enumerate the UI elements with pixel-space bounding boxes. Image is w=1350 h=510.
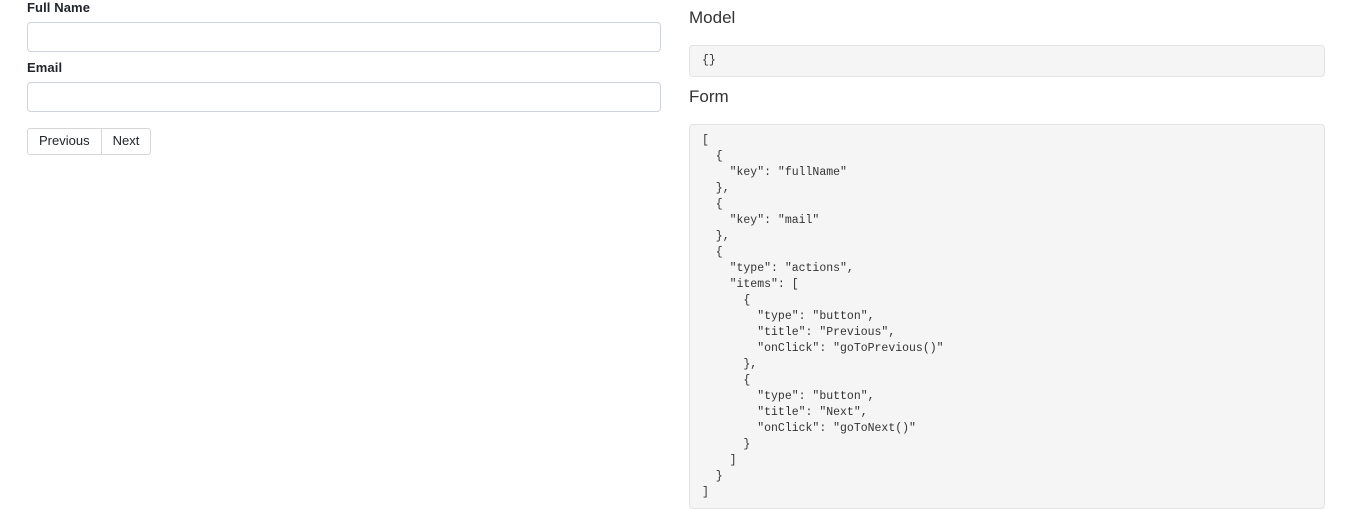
email-input[interactable] [27,82,661,112]
full-name-input[interactable] [27,22,661,52]
model-json-output: {} [689,45,1325,77]
generated-form: Full Name Email Previous Next [27,0,661,155]
field-group-full-name: Full Name [27,0,661,52]
previous-button[interactable]: Previous [27,128,102,155]
model-heading: Model [689,7,735,29]
model-section-body: {} [689,36,1325,77]
email-label: Email [27,60,661,75]
form-actions-row: Previous Next [27,128,661,155]
next-button[interactable]: Next [101,128,152,155]
form-section-body: [ { "key": "fullName" }, { "key": "mail"… [689,115,1325,509]
form-heading: Form [689,86,729,108]
form-json-output: [ { "key": "fullName" }, { "key": "mail"… [689,124,1325,509]
model-section-header: Model [689,7,735,29]
full-name-label: Full Name [27,0,661,15]
field-group-email: Email [27,60,661,112]
form-section-header: Form [689,86,729,108]
action-button-group: Previous Next [27,128,151,155]
